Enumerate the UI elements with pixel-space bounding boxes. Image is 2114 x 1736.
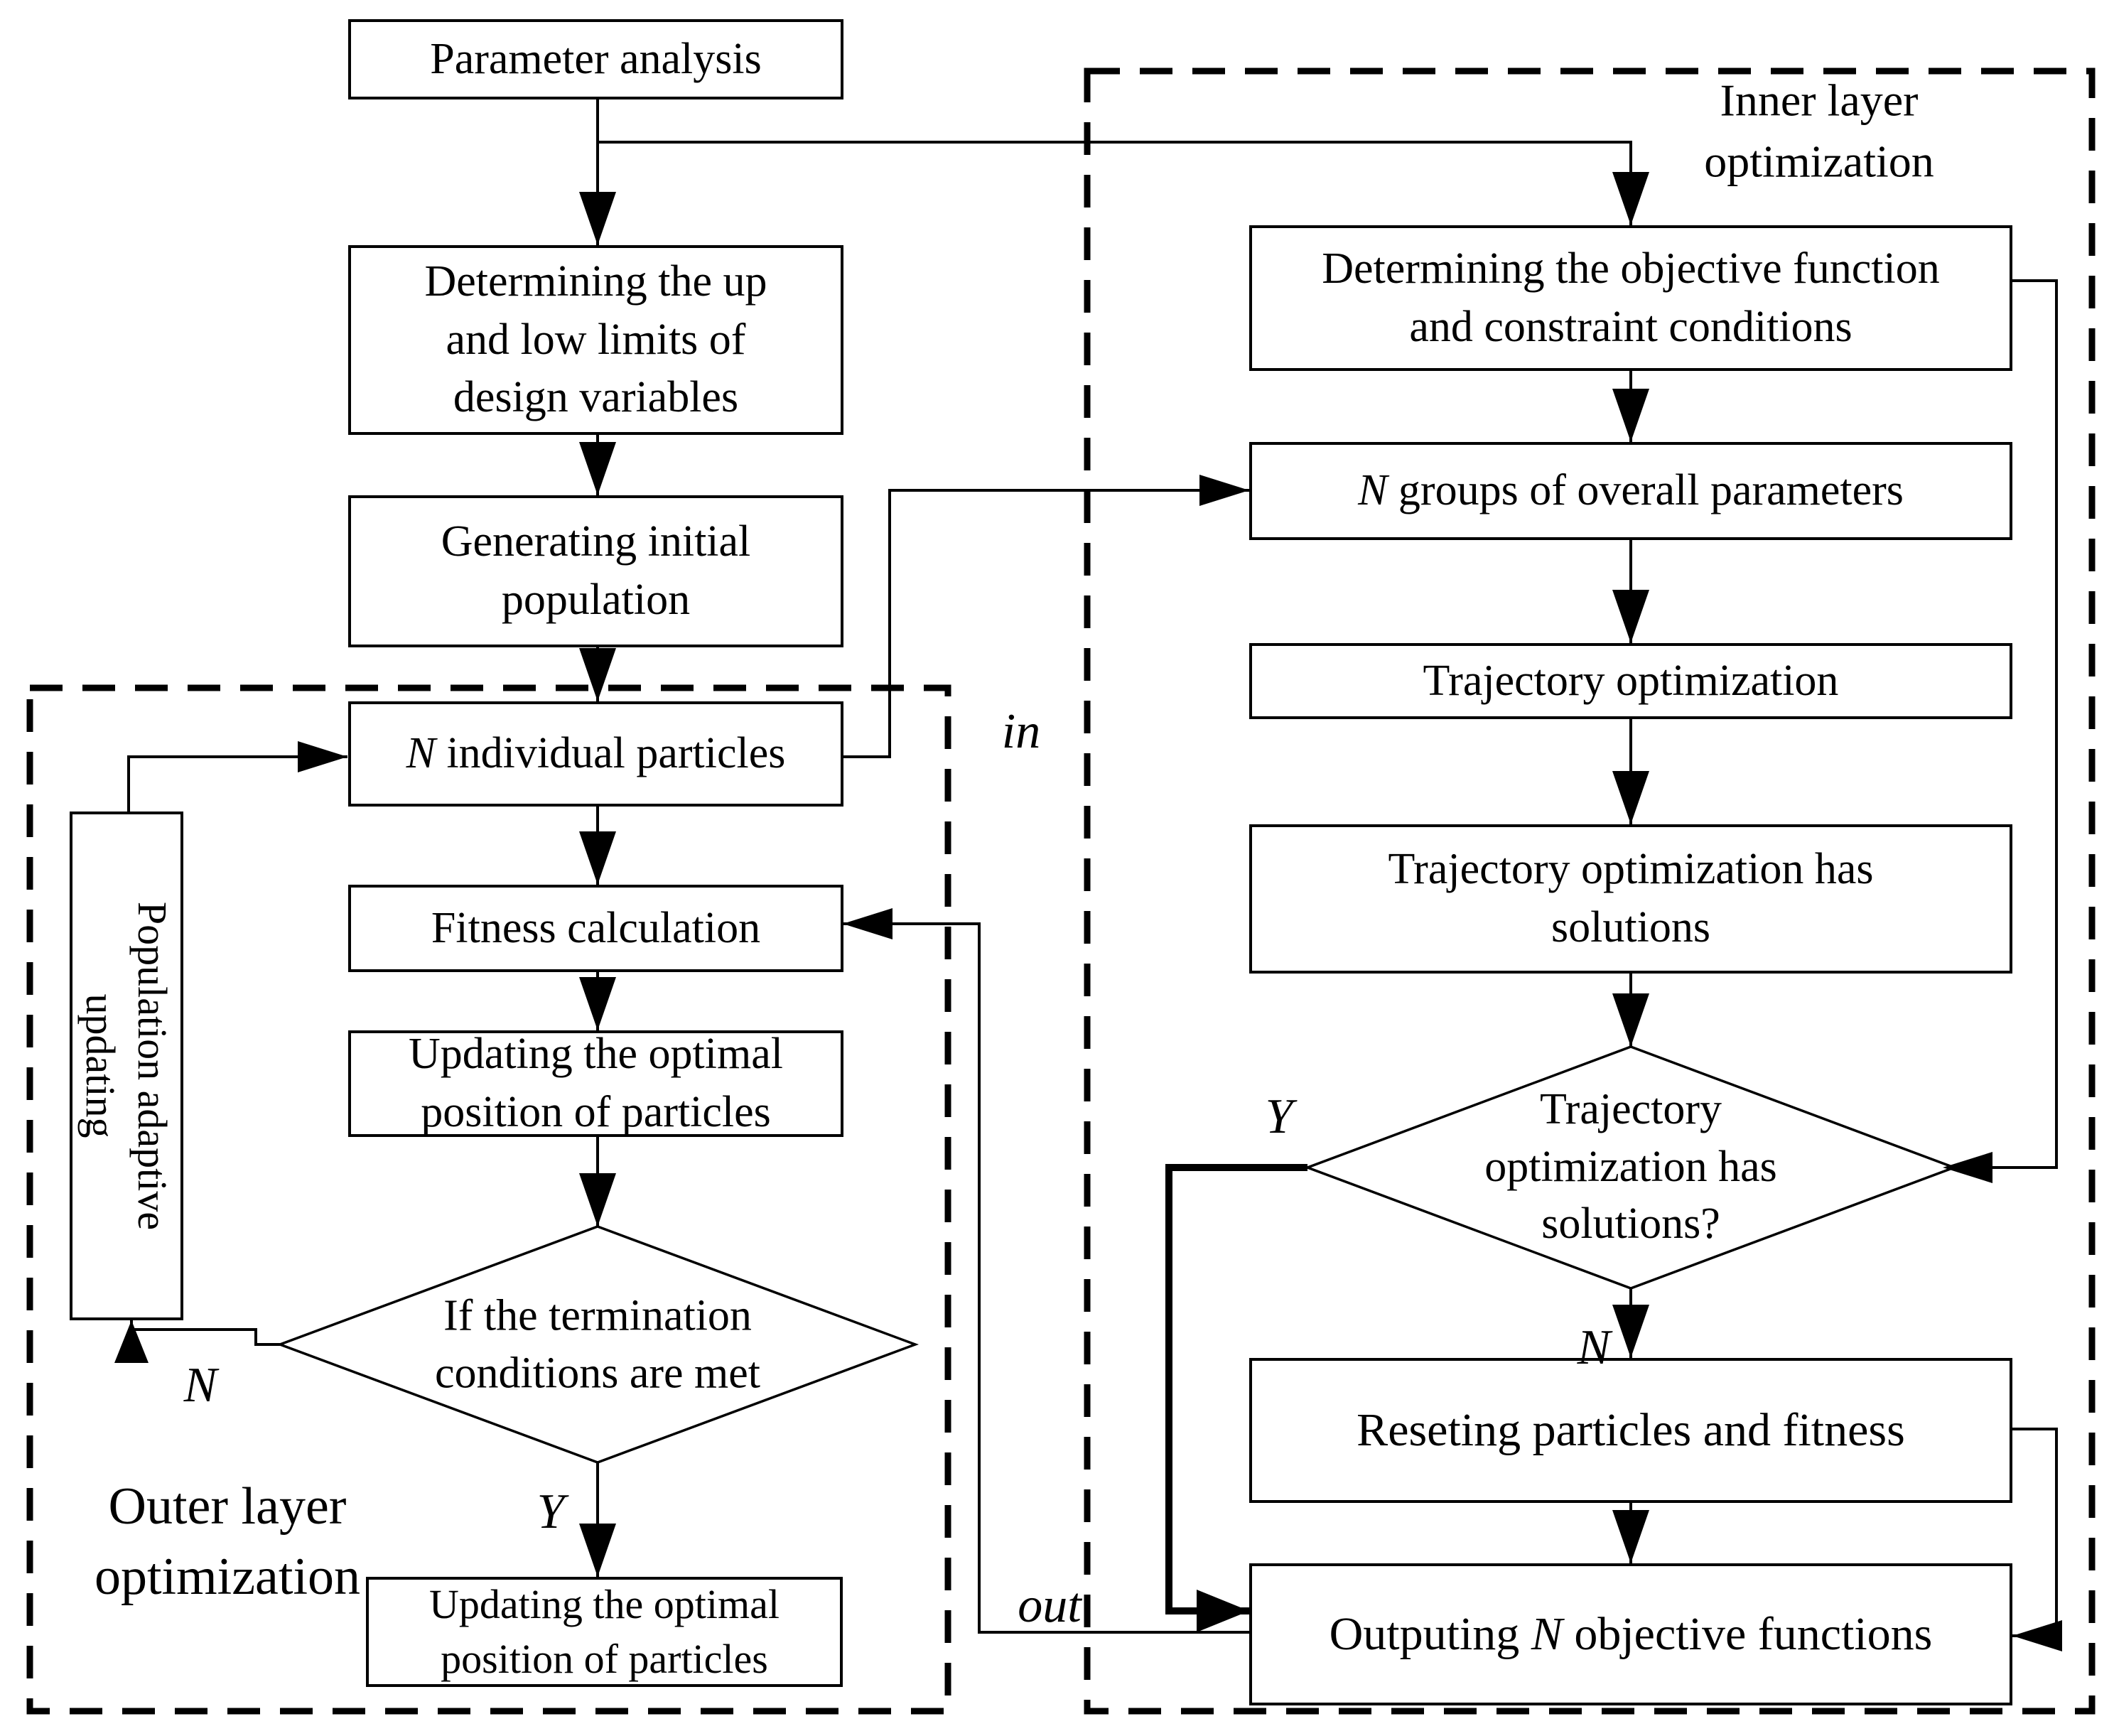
node-fitness-calculation: Fitness calculation [348, 885, 843, 972]
node-termination-diamond-text: If the termination conditions are met [435, 1291, 760, 1397]
node-trajectory-has-solutions: Trajectory optimization has solutions [1249, 824, 2012, 974]
arrow-right-icon [1197, 1590, 1249, 1632]
node-population-adaptive-updating: Population adaptive updating [70, 812, 183, 1320]
node-trajectory-optimization: Trajectory optimization [1249, 643, 2012, 719]
node-parameter-analysis: Parameter analysis [348, 19, 843, 99]
arrow-down-icon [579, 442, 616, 495]
arrow-up-icon [114, 1320, 149, 1363]
no-label-inner: N [1577, 1320, 1611, 1375]
node-outputing-objectives: Outputing N objective functions [1249, 1563, 2012, 1705]
node-solutions-diamond-text: Trajectory optimization has solutions? [1484, 1085, 1777, 1249]
arrow-down-icon [579, 1173, 616, 1226]
node-determine-limits: Determining the up and low limits of des… [348, 245, 843, 435]
arrow-right-icon [298, 741, 347, 772]
diamond-termination [276, 1225, 920, 1464]
arrow-down-icon [579, 1524, 616, 1577]
arrow-down-icon [579, 977, 616, 1030]
arrow-down-icon [579, 831, 616, 885]
node-updating-optimal-2: Updating the optimal position of particl… [366, 1577, 843, 1687]
inner-layer-dashed-box [1084, 68, 2096, 1715]
out-edge-label: out [1018, 1578, 1082, 1633]
arrow-down-icon [1612, 771, 1649, 824]
node-updating-optimal-1: Updating the optimal position of particl… [348, 1030, 843, 1137]
node-determine-objective: Determining the objective function and c… [1249, 225, 2012, 371]
arrow-down-icon [1612, 590, 1649, 643]
node-n-individual-particles: N individual particles [348, 701, 843, 807]
inner-layer-title: Inner layer optimization [1704, 75, 1934, 186]
arrow-down-icon [1612, 1510, 1649, 1563]
no-label-outer: N [183, 1358, 217, 1413]
population-adaptive-rotated-text: Population adaptive updating [77, 901, 176, 1231]
yes-label-outer: Y [536, 1484, 565, 1539]
arrow-down-icon [1612, 389, 1649, 442]
arrow-down-icon [1612, 1305, 1649, 1358]
node-n-groups: N groups of overall parameters [1249, 442, 2012, 540]
diamond-solutions [1303, 1045, 1958, 1290]
arrow-left-icon [2012, 1620, 2062, 1651]
outer-layer-dashed-box [26, 684, 951, 1715]
node-generating-population: Generating initial population [348, 495, 843, 647]
arrow-down-icon [579, 192, 616, 245]
arrowhead-icons [114, 172, 2062, 1651]
yes-label-inner: Y [1265, 1089, 1293, 1144]
arrow-right-icon [1199, 475, 1249, 506]
arrow-down-icon [1612, 993, 1649, 1047]
arrow-left-icon [843, 908, 892, 939]
arrow-down-icon [1612, 172, 1649, 225]
in-edge-label: in [1001, 704, 1041, 759]
arrow-down-icon [579, 648, 616, 701]
outer-layer-title: Outer layer optimization [94, 1477, 361, 1606]
node-reseting-particles: Reseting particles and fitness [1249, 1358, 2012, 1503]
arrow-left-icon [1943, 1152, 1992, 1183]
